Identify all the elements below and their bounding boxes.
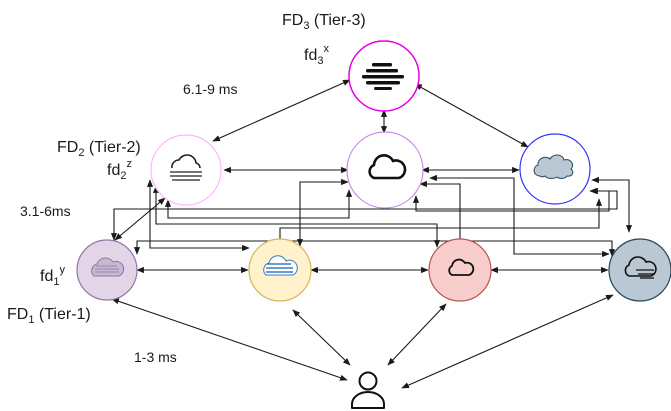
route-gray-slate	[591, 176, 633, 233]
link-tier3-gray	[414, 83, 529, 148]
cloud-blue-lines-icon	[263, 255, 298, 276]
cloud-outline-icon	[368, 154, 407, 180]
fd1-label: fd1y	[40, 264, 65, 288]
latency-tier1-label: 1-3 ms	[134, 349, 177, 365]
node-tier1[interactable]	[76, 239, 138, 301]
node-slate[interactable]	[608, 238, 671, 302]
gray-cloud-icon	[533, 154, 574, 179]
cloud-striped-icon	[91, 257, 125, 277]
route-center-red	[419, 180, 464, 247]
fd3-label: fd3x	[304, 43, 329, 67]
connections	[110, 79, 633, 389]
tier2-label: FD2 (Tier-2)	[57, 139, 141, 159]
link-user-red	[387, 303, 447, 366]
latency-tier2-label: 3.1-6ms	[20, 203, 71, 219]
node-yellow[interactable]	[248, 238, 312, 302]
tier3-label: FD3 (Tier-3)	[282, 12, 366, 32]
cloud-lines-icon	[170, 154, 202, 181]
route-center-yellow	[296, 178, 349, 247]
link-tier3-tier2	[212, 79, 351, 142]
cloud-stack-icon	[362, 63, 404, 90]
node-tier3[interactable]	[348, 40, 420, 112]
link-user-tier1	[111, 298, 348, 381]
user-icon[interactable]	[351, 371, 385, 409]
link-tier2-tier1	[114, 197, 166, 241]
cloud-network-icon	[624, 256, 657, 279]
node-center-cloud[interactable]	[346, 131, 424, 209]
link-user-yellow	[292, 309, 351, 366]
node-tier2[interactable]	[150, 134, 222, 206]
cloud-small-icon	[448, 258, 475, 276]
tier1-label: FD1 (Tier-1)	[7, 306, 91, 326]
fd2-label: fd2z	[107, 158, 132, 182]
node-red[interactable]	[428, 238, 492, 302]
latency-tier3-label: 6.1-9 ms	[183, 81, 237, 97]
link-user-slate	[401, 294, 614, 389]
node-gray-cloud[interactable]	[519, 133, 591, 205]
